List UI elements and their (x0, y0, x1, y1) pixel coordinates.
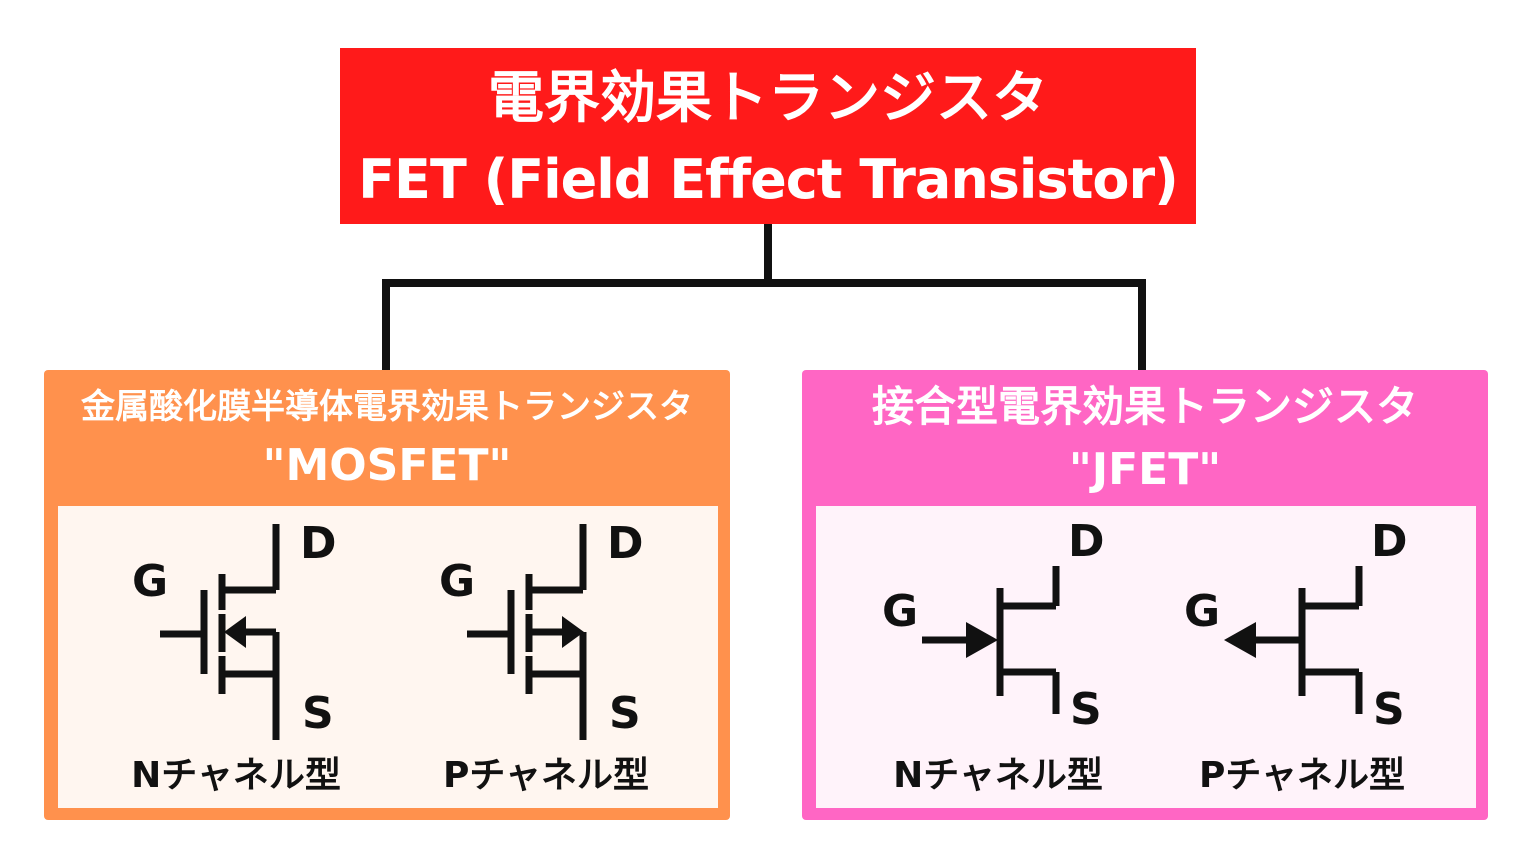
mosfet-title-japanese: 金属酸化膜半導体電界効果トランジスタ (81, 387, 693, 427)
mosfet-p-channel-label: Pチャネル型 (442, 755, 650, 796)
jfet-title-abbr: "JFET" (1068, 444, 1222, 495)
mosfet-n-arrow (224, 616, 246, 648)
jfet-n-source-label: S (1070, 684, 1102, 735)
jfet-n-drain-label: D (1068, 516, 1105, 567)
mosfet-p-drain-label: D (607, 518, 644, 569)
mosfet-n-channel-symbol (160, 524, 280, 740)
mosfet-n-gate-label: G (132, 556, 169, 607)
jfet-p-channel-label: Pチャネル型 (1198, 755, 1406, 796)
mosfet-panel: 金属酸化膜半導体電界効果トランジスタ "MOSFET" (44, 370, 730, 820)
jfet-p-drain-label: D (1371, 516, 1408, 567)
jfet-symbols-area: G D S Nチャネル型 G D S Pチャネル型 (816, 506, 1476, 808)
mosfet-n-drain-label: D (300, 518, 337, 569)
jfet-p-arrow (1224, 622, 1256, 658)
jfet-p-gate-label: G (1184, 586, 1221, 637)
jfet-p-source-label: S (1373, 684, 1405, 735)
jfet-n-channel-symbol (922, 566, 1060, 714)
jfet-n-gate-label: G (882, 586, 919, 637)
mosfet-p-channel-symbol (467, 524, 587, 740)
jfet-panel: 接合型電界効果トランジスタ "JFET" (802, 370, 1488, 820)
jfet-title-japanese: 接合型電界効果トランジスタ (871, 382, 1418, 431)
mosfet-n-channel-label: Nチャネル型 (131, 755, 341, 796)
mosfet-p-gate-label: G (439, 556, 476, 607)
mosfet-p-arrow (562, 616, 584, 648)
root-title-japanese: 電界効果トランジスタ (488, 66, 1048, 131)
mosfet-p-source-label: S (609, 688, 641, 739)
jfet-p-channel-symbol (1256, 566, 1363, 714)
mosfet-title-abbr: "MOSFET" (262, 440, 512, 491)
mosfet-n-source-label: S (302, 688, 334, 739)
mosfet-symbols-diagram (160, 524, 587, 740)
jfet-n-channel-label: Nチャネル型 (893, 755, 1103, 796)
jfet-symbols-diagram (922, 566, 1363, 714)
root-node-fet: 電界効果トランジスタ FET (Field Effect Transistor) (340, 48, 1196, 224)
mosfet-symbols-area: G D S Nチャネル型 G D S Pチャネル型 (58, 506, 718, 808)
jfet-n-arrow (966, 622, 998, 658)
root-title-english: FET (Field Effect Transistor) (358, 148, 1179, 211)
